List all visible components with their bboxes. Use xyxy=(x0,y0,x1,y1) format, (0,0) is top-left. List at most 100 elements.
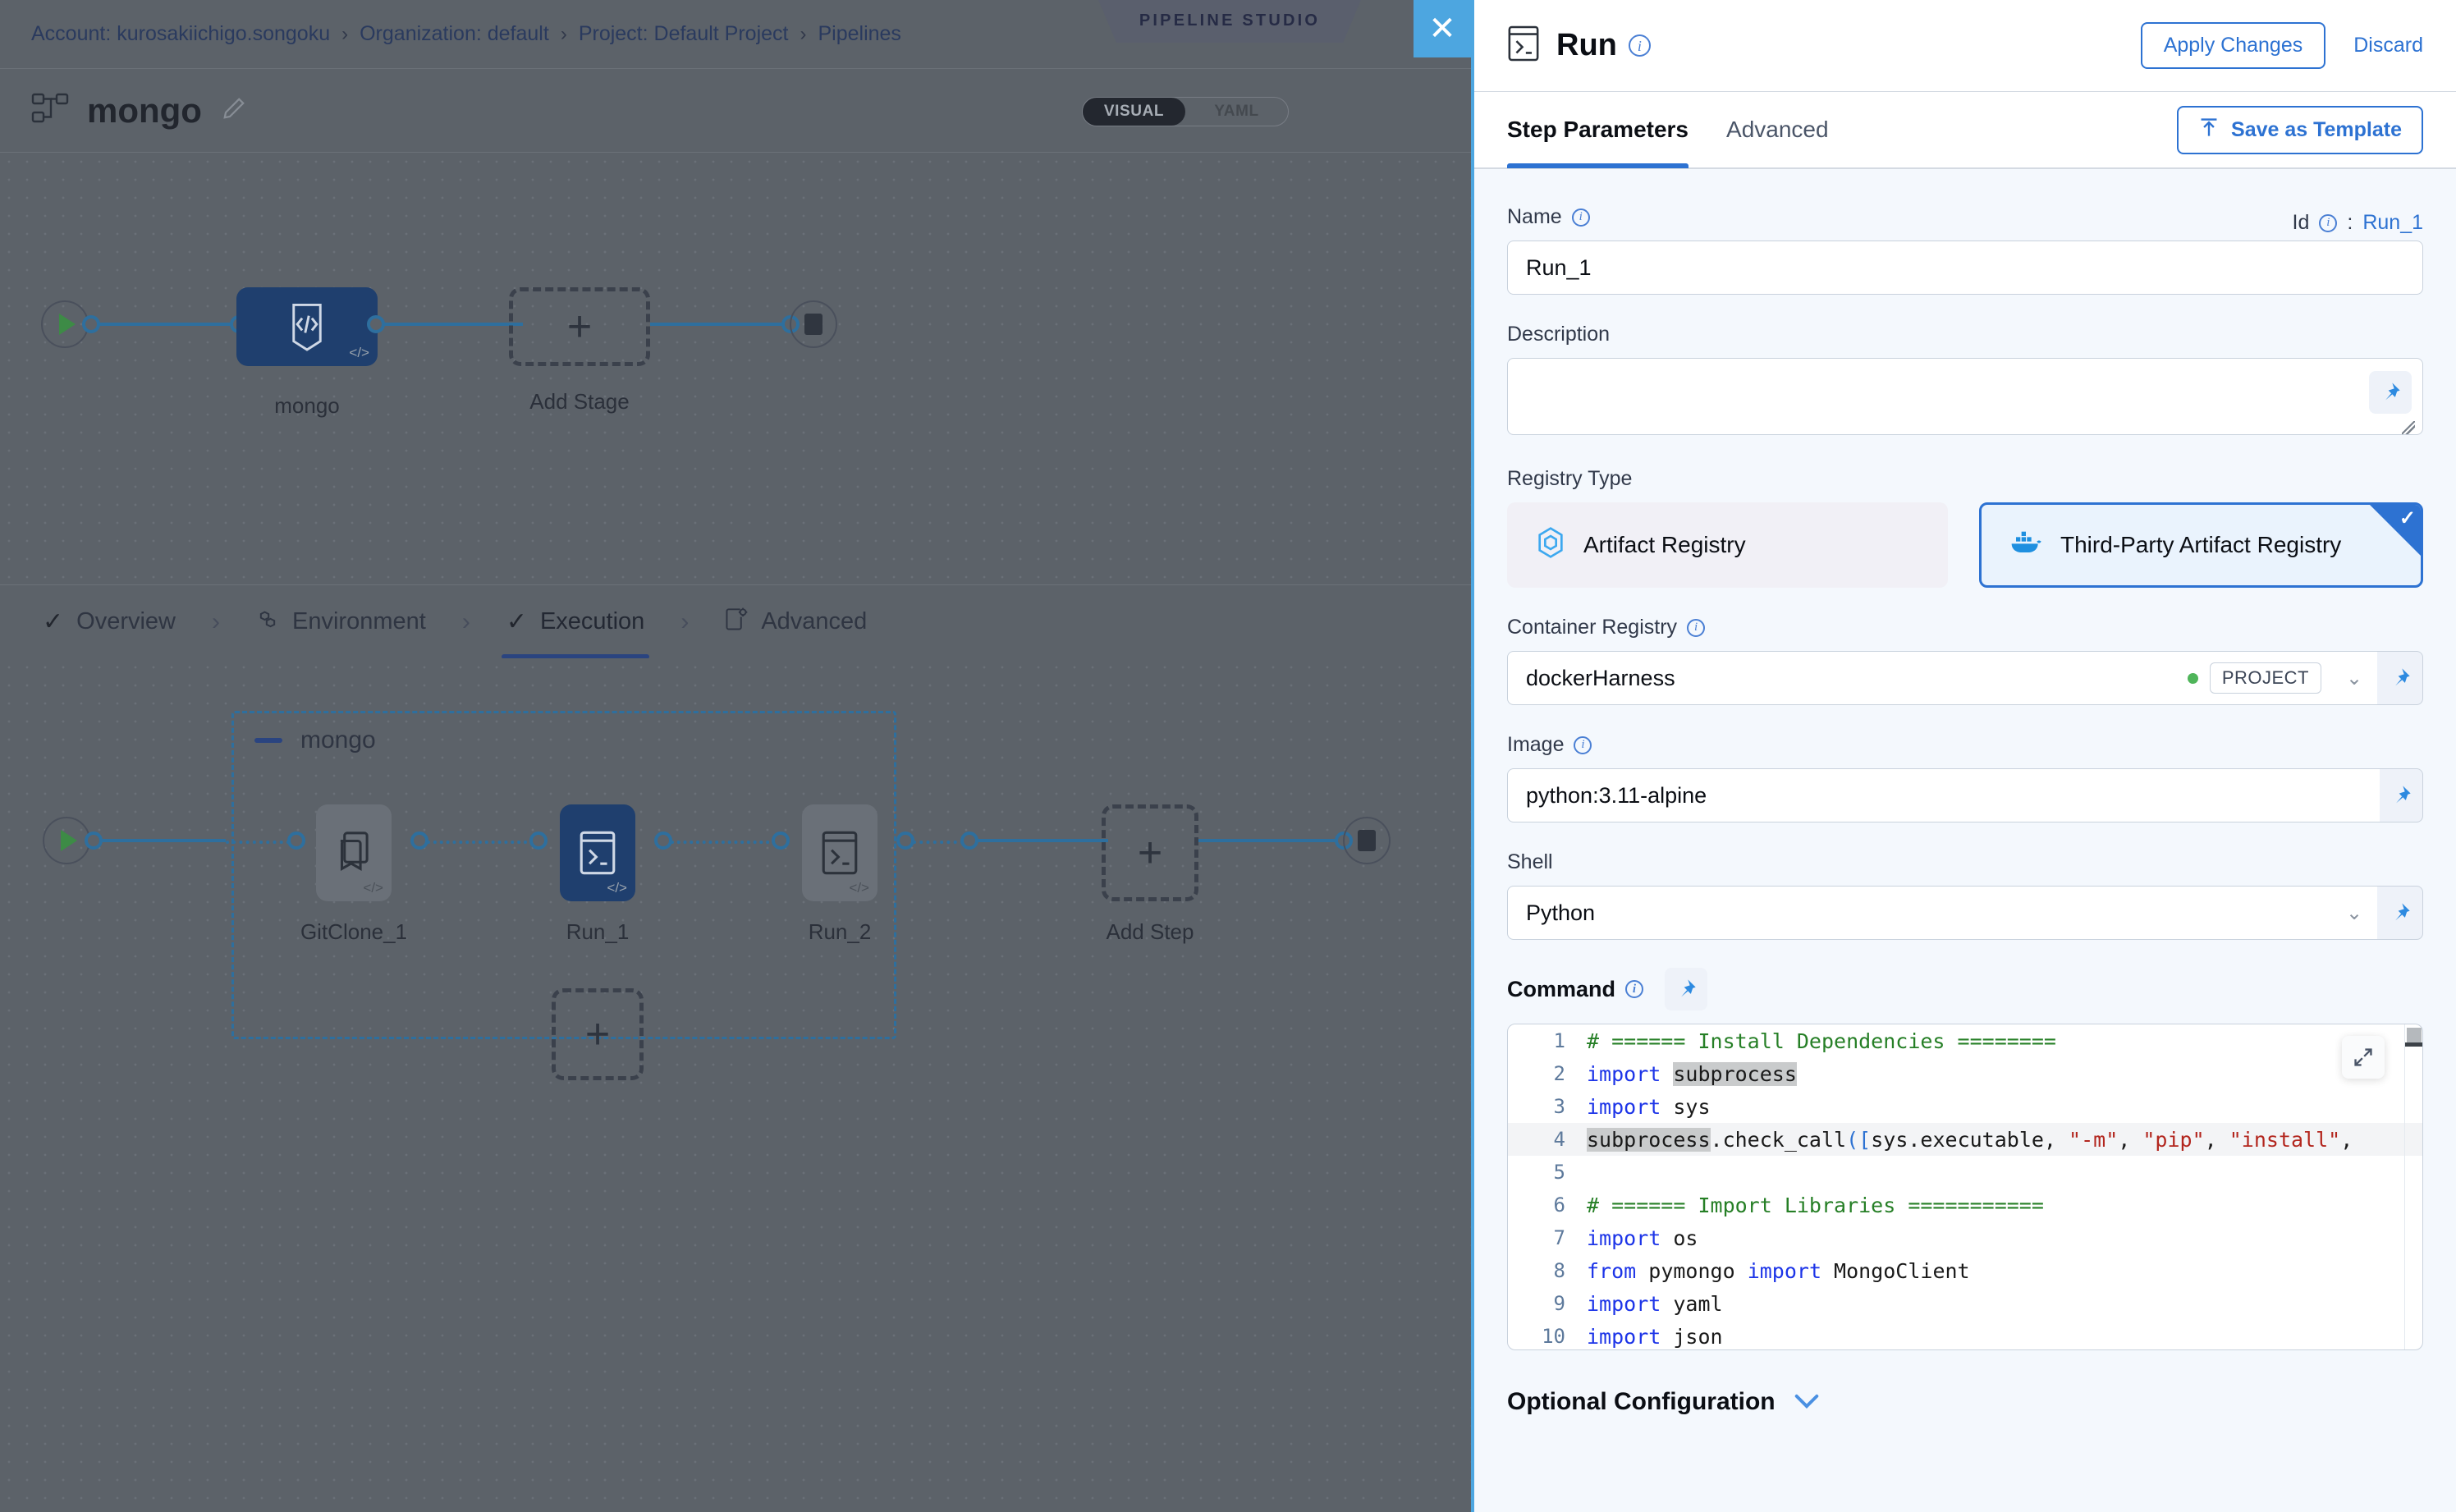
breadcrumb-item-project[interactable]: Project: Default Project xyxy=(578,22,789,45)
pipeline-icon xyxy=(31,91,69,130)
image-input[interactable] xyxy=(1507,768,2380,822)
pin-icon[interactable] xyxy=(2377,886,2423,940)
execution-start-node[interactable] xyxy=(43,817,90,864)
edge-dotted-3 xyxy=(671,841,776,844)
panel-tabs[interactable]: Step Parameters Advanced Save as Templat… xyxy=(1474,92,2456,169)
scrollbar-marker xyxy=(2405,1042,2422,1047)
run2-out-port[interactable] xyxy=(896,832,914,850)
add-parallel-step-node[interactable]: + xyxy=(552,988,644,1080)
execution-end-node[interactable] xyxy=(1343,817,1391,864)
play-icon xyxy=(60,830,77,851)
pin-icon[interactable] xyxy=(2369,371,2412,414)
discard-button[interactable]: Discard xyxy=(2353,34,2423,57)
close-icon[interactable]: ✕ xyxy=(1414,0,1471,57)
mode-toggle[interactable]: VISUAL YAML xyxy=(1082,97,1289,126)
step-node-gitclone[interactable]: </> xyxy=(316,804,392,901)
description-textarea[interactable] xyxy=(1507,358,2423,435)
code-text: import sys xyxy=(1587,1094,1711,1119)
editor-scrollbar[interactable] xyxy=(2404,1024,2422,1349)
description-label: Description xyxy=(1507,323,1611,346)
image-label: Image xyxy=(1507,733,1565,756)
code-line[interactable]: 1# ====== Install Dependencies ======== xyxy=(1508,1024,2422,1057)
gitclone-in-port[interactable] xyxy=(287,832,305,850)
registry-option-third-party[interactable]: Third-Party Artifact Registry xyxy=(1979,502,2423,588)
apply-changes-button[interactable]: Apply Changes xyxy=(2140,22,2326,69)
pin-icon[interactable] xyxy=(2377,651,2423,705)
mongo-out-port[interactable] xyxy=(367,315,385,333)
save-as-template-button[interactable]: Save as Template xyxy=(2177,105,2423,154)
check-icon: ✓ xyxy=(43,607,64,635)
step-node-run2[interactable]: </> xyxy=(802,804,877,901)
edit-pencil-icon[interactable] xyxy=(222,96,246,125)
step-node-run2-label: Run_2 xyxy=(808,919,872,944)
container-registry-value[interactable]: dockerHarness xyxy=(1526,665,1675,690)
gitclone-out-port[interactable] xyxy=(410,832,428,850)
registry-type-label: Registry Type xyxy=(1507,467,1633,490)
breadcrumb-item-pipelines[interactable]: Pipelines xyxy=(818,22,901,45)
breadcrumb-item-organization[interactable]: Organization: default xyxy=(360,22,549,45)
name-input[interactable] xyxy=(1507,241,2423,295)
code-line[interactable]: 6# ====== Import Libraries =========== xyxy=(1508,1189,2422,1221)
run1-out-port[interactable] xyxy=(654,832,672,850)
tab-environment[interactable]: Environment xyxy=(251,585,431,659)
stage-tab-strip[interactable]: ✓ Overview › Environment › ✓ Execution › xyxy=(0,584,1471,659)
edge-group-to-addstep xyxy=(977,839,1108,842)
connected-status-dot xyxy=(2187,672,2198,684)
code-line[interactable]: 5 xyxy=(1508,1156,2422,1189)
pin-icon[interactable] xyxy=(2379,768,2423,822)
info-icon[interactable]: i xyxy=(1574,735,1592,754)
add-stage-node[interactable]: + xyxy=(509,287,650,366)
chevron-down-icon[interactable]: ⌄ xyxy=(2345,667,2363,690)
add-step-node[interactable]: + xyxy=(1102,804,1198,901)
info-icon[interactable]: i xyxy=(1625,980,1644,998)
page-title: mongo xyxy=(87,90,202,130)
mode-toggle-visual[interactable]: VISUAL xyxy=(1083,98,1185,126)
pipeline-end-node[interactable] xyxy=(790,300,837,348)
run2-in-port[interactable] xyxy=(772,832,790,850)
info-icon[interactable]: i xyxy=(1687,618,1706,637)
info-icon[interactable]: i xyxy=(1628,34,1651,57)
optional-configuration-toggle[interactable]: Optional Configuration xyxy=(1507,1388,2423,1416)
plus-icon: + xyxy=(1137,829,1163,877)
execution-canvas[interactable] xyxy=(0,658,1471,1512)
step-node-run1[interactable]: </> xyxy=(560,804,635,901)
chevron-down-icon[interactable]: ⌄ xyxy=(2345,901,2363,924)
run1-in-port[interactable] xyxy=(529,832,548,850)
tab-advanced[interactable]: Advanced xyxy=(720,585,872,659)
name-label: Name xyxy=(1507,205,1562,228)
scrollbar-thumb[interactable] xyxy=(2407,1028,2422,1046)
line-number: 10 xyxy=(1542,1325,1565,1348)
tab-separator: › xyxy=(461,607,470,635)
pin-icon[interactable] xyxy=(1665,968,1708,1010)
shell-value[interactable]: Python xyxy=(1526,900,1596,925)
expand-editor-icon[interactable] xyxy=(2342,1036,2385,1079)
start-port[interactable] xyxy=(82,315,100,333)
tab-overview[interactable]: ✓ Overview xyxy=(38,585,181,659)
collapse-icon[interactable] xyxy=(254,738,282,743)
stage-node-mongo[interactable]: </> xyxy=(236,287,378,366)
step-group-header[interactable]: mongo xyxy=(254,726,376,754)
breadcrumb-item-account[interactable]: Account: kurosakiichigo.songoku xyxy=(31,22,331,45)
info-icon[interactable]: i xyxy=(1571,208,1590,227)
tab-execution[interactable]: ✓ Execution xyxy=(501,585,650,659)
registry-option-artifact-registry[interactable]: Artifact Registry xyxy=(1507,502,1948,588)
command-code-editor[interactable]: 1# ====== Install Dependencies ========2… xyxy=(1507,1024,2423,1350)
command-block: Command i 1# ====== Install Dependencies… xyxy=(1507,968,2423,1350)
tab-advanced[interactable]: Advanced xyxy=(1726,117,1829,142)
group-out-port[interactable] xyxy=(960,832,978,850)
tab-step-parameters[interactable]: Step Parameters xyxy=(1507,91,1689,168)
exec-start-port[interactable] xyxy=(85,832,103,850)
hex-icon xyxy=(256,608,279,635)
stage-canvas[interactable]: </> + mongo Add Stage xyxy=(0,153,1471,598)
id-separator: : xyxy=(2347,211,2353,234)
info-icon[interactable]: i xyxy=(2319,213,2338,232)
code-lines[interactable]: 1# ====== Install Dependencies ========2… xyxy=(1508,1024,2422,1349)
mode-toggle-yaml[interactable]: YAML xyxy=(1214,103,1259,120)
